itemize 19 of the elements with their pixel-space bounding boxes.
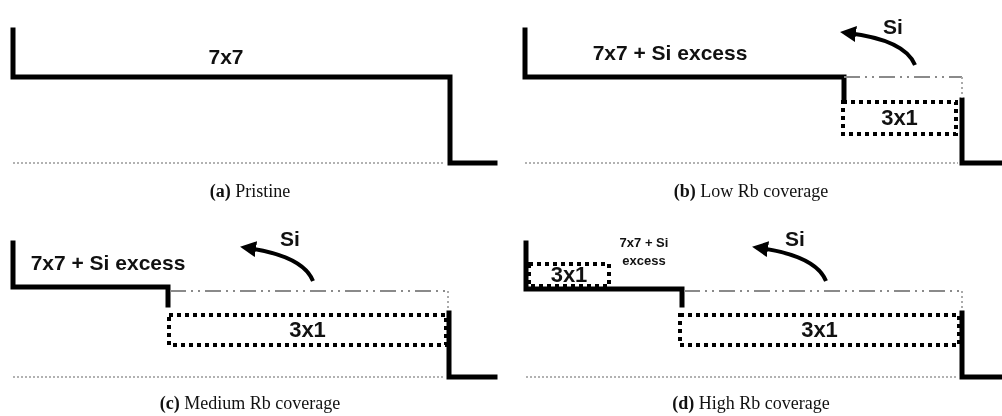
region-label: 7x7 + Si excess (618, 234, 670, 270)
dotted-region-box (167, 313, 448, 347)
region-label: Si (280, 227, 300, 251)
panel-caption: (b) Low Rb coverage (673, 180, 829, 202)
region-label: 7x7 (208, 45, 244, 69)
region-label: 3x1 (550, 262, 588, 288)
panel-caption: (c) Medium Rb coverage (159, 392, 341, 414)
panel-caption: (d) High Rb coverage (672, 392, 830, 414)
region-label: 3x1 (801, 317, 838, 343)
region-label: 7x7 + Si excess (592, 41, 748, 65)
region-label: Si (883, 15, 903, 39)
region-label: 3x1 (881, 105, 918, 131)
panel-caption: (a) Pristine (209, 180, 291, 202)
region-label: 7x7 + Si excess (30, 251, 186, 275)
region-label: Si (785, 227, 805, 251)
dotted-region-box (678, 313, 961, 347)
dotted-region-box (527, 262, 611, 288)
region-label: 3x1 (289, 317, 326, 343)
dotted-region-box (841, 100, 958, 136)
